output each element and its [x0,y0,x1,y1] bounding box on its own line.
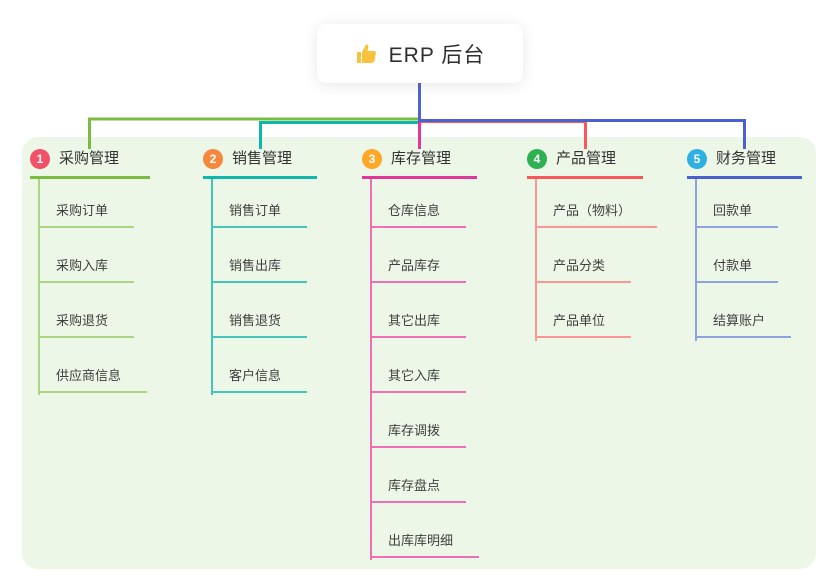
mindmap-background-panel [22,137,816,569]
leaf-node[interactable]: 库存调拨 [370,422,467,448]
leaf-node[interactable]: 销售订单 [211,202,308,228]
leaf-node[interactable]: 采购订单 [38,202,135,228]
leaf-node[interactable]: 产品（物料） [535,202,658,228]
leaf-node[interactable]: 其它入库 [370,367,467,393]
branch-label: 销售管理 [232,150,293,167]
branch-column-finance: 5 财务管理 回款单 付款单 结算账户 [687,149,802,341]
thumbs-up-icon [356,43,376,63]
branch-label: 财务管理 [716,150,777,167]
leaf-node[interactable]: 库存盘点 [370,477,467,503]
root-title: ERP 后台 [388,43,486,67]
branch-node[interactable]: 2 销售管理 [203,149,317,179]
leaf-node[interactable]: 其它出库 [370,312,467,338]
leaf-node[interactable]: 产品库存 [370,257,467,283]
branch-node[interactable]: 4 产品管理 [527,149,643,179]
branch-label: 产品管理 [556,150,617,167]
branch-column-sales: 2 销售管理 销售订单 销售出库 销售退货 客户信息 [203,149,317,395]
leaf-node[interactable]: 产品单位 [535,312,632,338]
leaf-node[interactable]: 仓库信息 [370,202,467,228]
branch-trunk-line [695,179,697,341]
branch-node[interactable]: 1 采购管理 [30,149,150,179]
branch-number-badge: 4 [527,149,547,169]
branch-number-badge: 3 [362,149,382,169]
branch-number-badge: 1 [30,149,50,169]
leaf-node[interactable]: 出库库明细 [370,532,480,558]
root-node[interactable]: ERP 后台 [317,24,523,83]
branch-number-badge: 2 [203,149,223,169]
leaf-node[interactable]: 结算账户 [695,312,792,338]
branch-trunk-line [38,179,40,395]
leaf-node[interactable]: 客户信息 [211,367,308,393]
leaf-node[interactable]: 付款单 [695,257,779,283]
branch-label: 采购管理 [59,150,120,167]
branch-node[interactable]: 3 库存管理 [362,149,477,179]
branch-trunk-line [370,179,372,560]
leaf-node[interactable]: 供应商信息 [38,367,148,393]
branch-number-badge: 5 [687,149,707,169]
branch-column-purchase: 1 采购管理 采购订单 采购入库 采购退货 供应商信息 [30,149,150,395]
branch-column-inventory: 3 库存管理 仓库信息 产品库存 其它出库 其它入库 库存调拨 库存盘点 出库库… [362,149,480,560]
leaf-node[interactable]: 采购入库 [38,257,135,283]
branch-label: 库存管理 [391,150,452,167]
branch-trunk-line [211,179,213,395]
branch-trunk-line [535,179,537,341]
branch-column-product: 4 产品管理 产品（物料） 产品分类 产品单位 [527,149,658,341]
leaf-node[interactable]: 回款单 [695,202,779,228]
branch-node[interactable]: 5 财务管理 [687,149,802,179]
leaf-node[interactable]: 采购退货 [38,312,135,338]
leaf-node[interactable]: 销售出库 [211,257,308,283]
leaf-node[interactable]: 销售退货 [211,312,308,338]
leaf-node[interactable]: 产品分类 [535,257,632,283]
